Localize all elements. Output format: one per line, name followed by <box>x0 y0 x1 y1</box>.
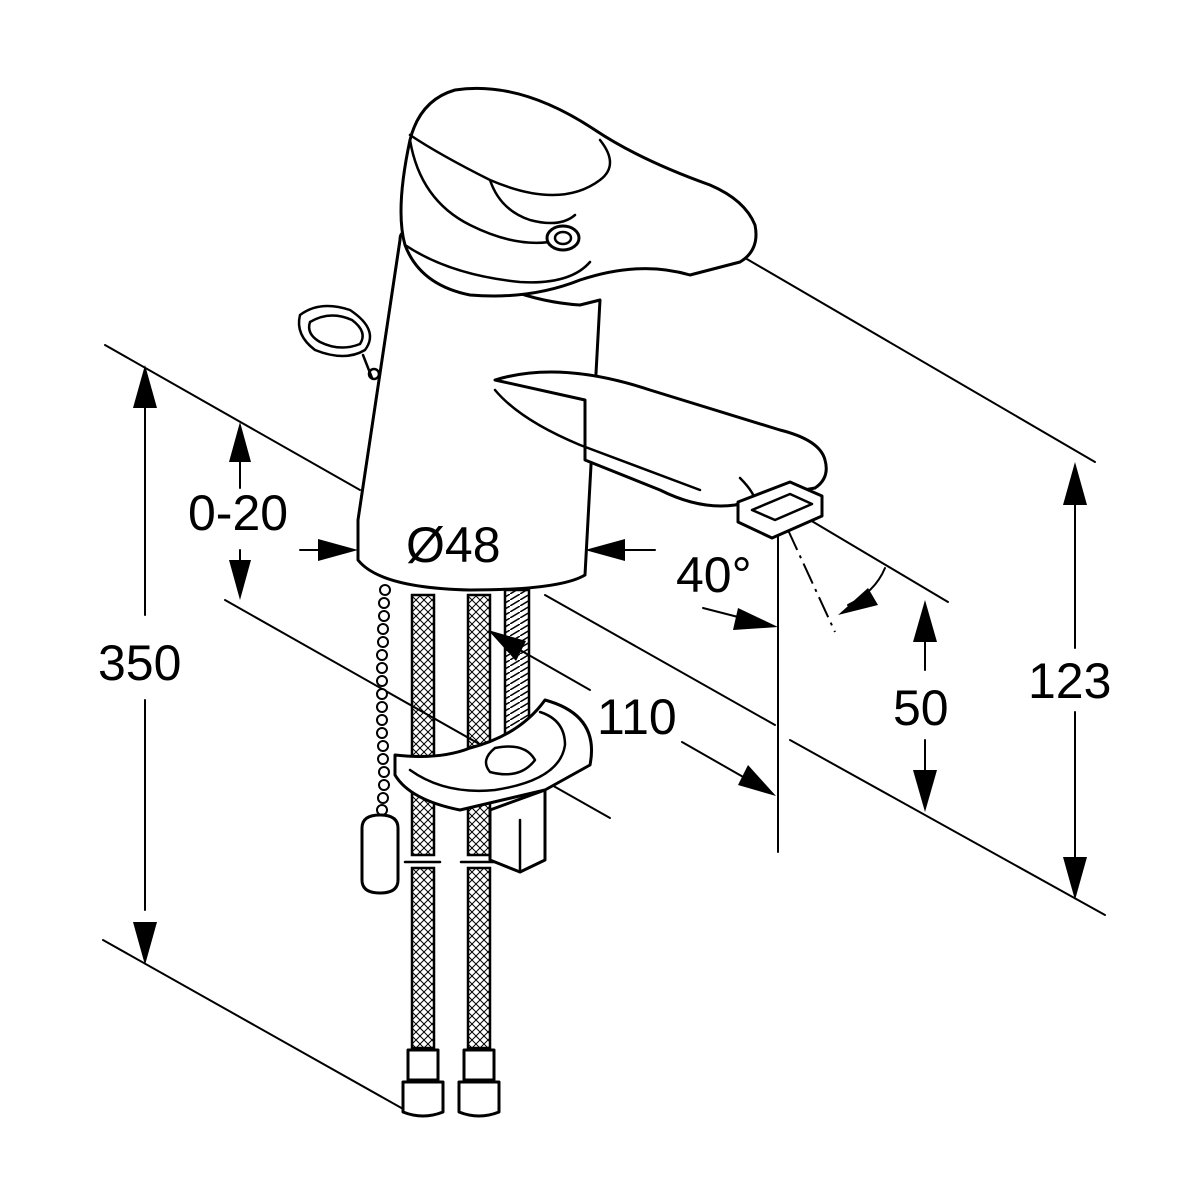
dim-adjust-range <box>229 422 251 600</box>
dim-overall-height-label: 123 <box>1028 653 1111 709</box>
dim-spout-angle-label: 40° <box>676 547 752 603</box>
dim-spout-clearance-label: 50 <box>893 680 949 736</box>
mounting-bracket <box>393 698 593 874</box>
faucet-body <box>356 231 828 592</box>
dim-overall-height <box>1063 462 1087 900</box>
supply-hoses <box>401 593 501 1118</box>
dim-spout-angle <box>702 529 886 633</box>
dim-spout-reach-label: 110 <box>597 689 677 745</box>
dim-adjust-range-label: 0-20 <box>188 485 288 541</box>
dim-total-height <box>133 365 157 965</box>
dim-spout-reach <box>488 630 776 796</box>
dim-spout-clearance <box>913 600 937 812</box>
pop-up-chain <box>297 304 400 895</box>
lever-handle <box>399 86 758 298</box>
dim-base-diameter <box>299 539 656 561</box>
dim-base-diameter-label: Ø48 <box>406 517 501 573</box>
dim-total-height-label: 350 <box>98 635 181 691</box>
